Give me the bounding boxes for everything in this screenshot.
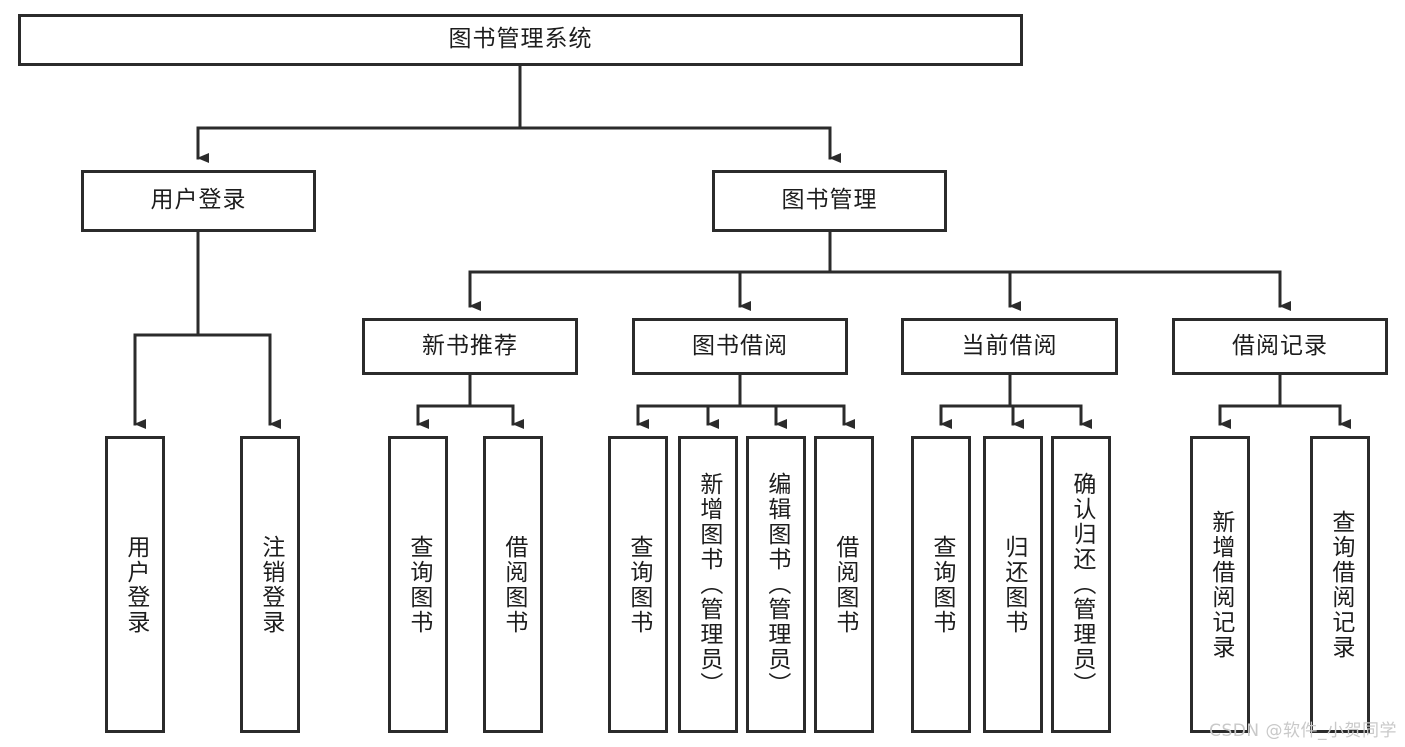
node-label: 图书借阅 — [692, 332, 788, 359]
node-label: 用户登录 — [122, 534, 149, 635]
leaf-新增图书管理员[interactable]: 新增图书（管理员） — [678, 436, 738, 733]
level2-用户登录[interactable]: 用户登录 — [81, 170, 316, 232]
node-label: 图书管理系统 — [448, 26, 593, 53]
node-label: 借阅记录 — [1232, 332, 1328, 359]
level3-图书借阅[interactable]: 图书借阅 — [632, 318, 848, 375]
node-label: 查询图书 — [928, 534, 955, 635]
level3-新书推荐[interactable]: 新书推荐 — [362, 318, 578, 375]
node-label: 编辑图书（管理员） — [763, 472, 790, 697]
node-label: 借阅图书 — [500, 534, 527, 635]
node-label: 新增图书（管理员） — [695, 472, 722, 697]
node-label: 新增借阅记录 — [1207, 509, 1234, 660]
node-label: 确认归还（管理员） — [1068, 472, 1095, 697]
node-label: 图书管理 — [781, 187, 878, 214]
node-label: 注销登录 — [257, 534, 284, 635]
leaf-编辑图书管理员[interactable]: 编辑图书（管理员） — [746, 436, 806, 733]
csdn-watermark: CSDN @软件_小贺同学 — [1209, 721, 1397, 741]
leaf-用户登录[interactable]: 用户登录 — [105, 436, 165, 733]
level3-当前借阅[interactable]: 当前借阅 — [901, 318, 1118, 375]
node-label: 当前借阅 — [961, 332, 1058, 359]
leaf-新增借阅记录[interactable]: 新增借阅记录 — [1190, 436, 1250, 733]
node-label: 新书推荐 — [422, 332, 518, 359]
leaf-查询图书[interactable]: 查询图书 — [388, 436, 448, 733]
leaf-归还图书[interactable]: 归还图书 — [983, 436, 1043, 733]
level2-图书管理[interactable]: 图书管理 — [712, 170, 947, 232]
leaf-查询借阅记录[interactable]: 查询借阅记录 — [1310, 436, 1370, 733]
root-图书管理系统[interactable]: 图书管理系统 — [18, 14, 1023, 66]
leaf-查询图书[interactable]: 查询图书 — [608, 436, 668, 733]
node-label: 归还图书 — [1000, 534, 1027, 635]
leaf-查询图书[interactable]: 查询图书 — [911, 436, 971, 733]
node-label: 用户登录 — [150, 187, 247, 214]
node-label: 查询图书 — [405, 534, 432, 635]
leaf-确认归还管理员[interactable]: 确认归还（管理员） — [1051, 436, 1111, 733]
level3-借阅记录[interactable]: 借阅记录 — [1172, 318, 1388, 375]
leaf-借阅图书[interactable]: 借阅图书 — [814, 436, 874, 733]
node-label: 查询借阅记录 — [1327, 509, 1354, 660]
node-label: 借阅图书 — [831, 534, 858, 635]
node-label: 查询图书 — [625, 534, 652, 635]
leaf-借阅图书[interactable]: 借阅图书 — [483, 436, 543, 733]
leaf-注销登录[interactable]: 注销登录 — [240, 436, 300, 733]
